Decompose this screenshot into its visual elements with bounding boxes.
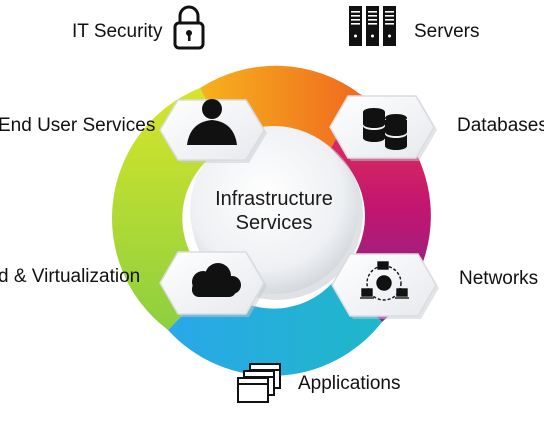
user-icon	[187, 99, 237, 145]
server-rack-icon	[349, 6, 396, 46]
label-it-security: IT Security	[72, 21, 163, 42]
lock-icon	[173, 5, 205, 50]
app-windows-icon	[237, 363, 281, 403]
label-databases: Databases	[457, 115, 544, 136]
label-networks: Networks	[459, 268, 539, 289]
network-globe-icon	[360, 261, 409, 301]
hex-cloud	[159, 251, 267, 317]
label-servers: Servers	[414, 21, 480, 42]
center-label-line2: Services	[235, 212, 313, 234]
label-end-user-services: End User Services	[0, 115, 156, 136]
hex-networks	[331, 253, 439, 319]
label-applications: Applications	[298, 373, 401, 394]
label-cloud-virtualization: d & Virtualization	[0, 266, 141, 287]
center-label-line1: Infrastructure	[215, 188, 333, 210]
database-icon	[363, 108, 407, 150]
hex-databases	[329, 95, 437, 161]
hex-end-user	[159, 99, 267, 163]
cloud-icon	[192, 263, 241, 297]
center-label: Infrastructure Services	[214, 187, 334, 235]
